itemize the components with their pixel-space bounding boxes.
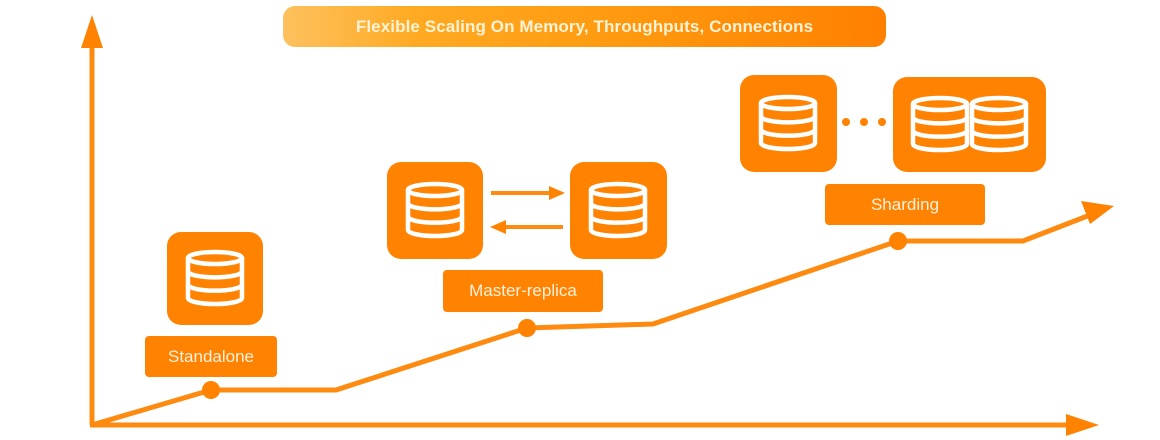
database-shape — [758, 94, 818, 112]
ellipsis-dot — [860, 118, 868, 126]
stage-label-text: Sharding — [870, 194, 940, 214]
database-shape — [910, 95, 970, 113]
y-axis-arrowhead-icon — [81, 15, 103, 48]
database-shape — [588, 181, 648, 199]
ellipsis-dot — [878, 118, 886, 126]
master-node — [387, 162, 483, 259]
database-shape — [405, 187, 465, 239]
shard-node-first — [740, 75, 837, 172]
x-axis-arrowhead-icon — [1066, 414, 1099, 436]
stage-label-standalone: Standalone — [145, 336, 277, 377]
database-shape — [910, 101, 970, 153]
database-shape — [185, 249, 245, 267]
stage-point-sharding — [889, 232, 907, 250]
database-shape — [910, 115, 970, 126]
database-shape — [969, 95, 1029, 113]
database-shape — [758, 100, 818, 152]
title-text: Flexible Scaling On Memory, Throughputs,… — [355, 16, 814, 36]
growth-line — [91, 212, 1091, 428]
replica-node — [570, 162, 667, 259]
stage-label-sharding: Sharding — [825, 184, 985, 225]
database-icon — [185, 249, 245, 307]
database-shape — [969, 115, 1029, 126]
database-icon — [588, 181, 648, 239]
growth-line-arrowhead-icon — [1081, 201, 1114, 224]
stage-point-master-replica — [518, 319, 536, 337]
stage-label-text: Standalone — [167, 346, 255, 366]
database-icon — [758, 94, 818, 152]
shard-node-last — [893, 77, 1046, 172]
stage-label-master-replica: Master-replica — [443, 270, 603, 312]
stage-point-standalone — [202, 381, 220, 399]
database-shape — [588, 187, 648, 239]
database-shape — [185, 282, 245, 293]
database-shape — [588, 214, 648, 225]
database-shape — [758, 127, 818, 138]
database-shape — [969, 128, 1029, 139]
database-shape — [185, 255, 245, 307]
standalone-node — [167, 232, 263, 325]
database-shape — [405, 201, 465, 212]
database-icon — [405, 181, 465, 239]
database-shape — [758, 114, 818, 125]
ellipsis-dot — [842, 118, 850, 126]
database-shape — [405, 214, 465, 225]
database-shape — [969, 101, 1029, 153]
stage-label-text: Master-replica — [469, 281, 577, 300]
database-shape — [185, 269, 245, 280]
backward-arrowhead-icon — [490, 220, 506, 234]
database-shape — [588, 201, 648, 212]
forward-arrowhead-icon — [549, 186, 565, 200]
database-shape — [405, 181, 465, 199]
title-banner: Flexible Scaling On Memory, Throughputs,… — [283, 6, 886, 47]
database-pair-icon — [910, 95, 1029, 153]
database-shape — [910, 128, 970, 139]
